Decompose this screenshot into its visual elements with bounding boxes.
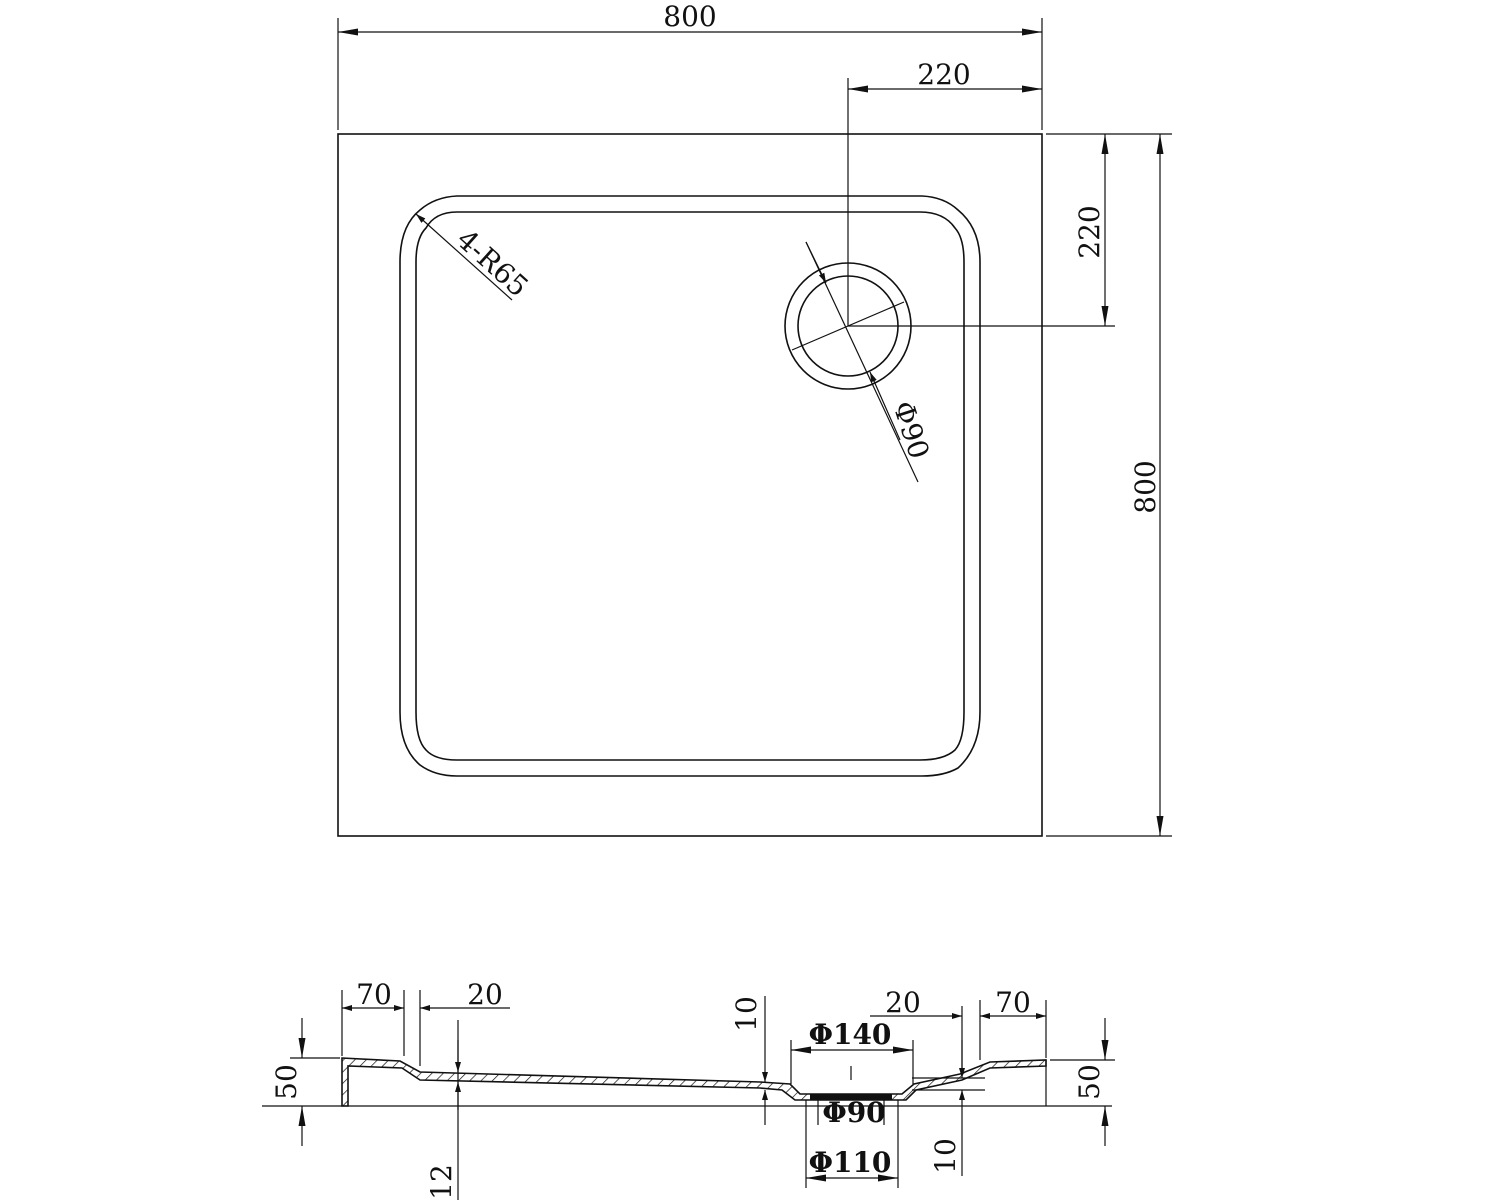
basin-inner-edge (415, 211, 965, 761)
drop-top-label: 10 (730, 996, 763, 1032)
rim-right-label: 70 (995, 986, 1031, 1019)
section-view: 50 50 70 20 12 10 Φ140 Φ90 (262, 978, 1115, 1200)
drain-diameter-label: Φ90 (886, 397, 935, 463)
drain-offset-y-label: 220 (1073, 205, 1106, 258)
section-shell (341, 1057, 1047, 1107)
basin-outer-edge (399, 195, 981, 777)
outlet-110-label: Φ110 (809, 1146, 892, 1179)
drain-outlet-dark (810, 1094, 892, 1100)
bottom-12-label: 12 (425, 1164, 458, 1200)
corner-radius-label: 4-R65 (450, 223, 535, 304)
right-height-label: 50 (1073, 1064, 1106, 1100)
drain-diameter-arrow-bottom (869, 371, 901, 441)
outlet-140-label: Φ140 (809, 1018, 892, 1051)
corner-radius-leader (415, 213, 513, 301)
plan-view: 4-R65 Φ90 800 220 800 220 (337, 0, 1172, 837)
width-label: 800 (663, 0, 716, 33)
slope-right-label: 20 (885, 986, 921, 1019)
left-height-label: 50 (270, 1064, 303, 1100)
tray-outline (337, 133, 1043, 837)
outlet-90-label: Φ90 (822, 1096, 885, 1129)
drop-bottom-label: 10 (929, 1138, 962, 1174)
slope-left-label: 20 (467, 978, 503, 1011)
height-label: 800 (1129, 460, 1162, 513)
rim-left-label: 70 (356, 978, 392, 1011)
drain-diameter-arrow-top (805, 241, 827, 284)
drain-offset-x-label: 220 (917, 58, 970, 91)
